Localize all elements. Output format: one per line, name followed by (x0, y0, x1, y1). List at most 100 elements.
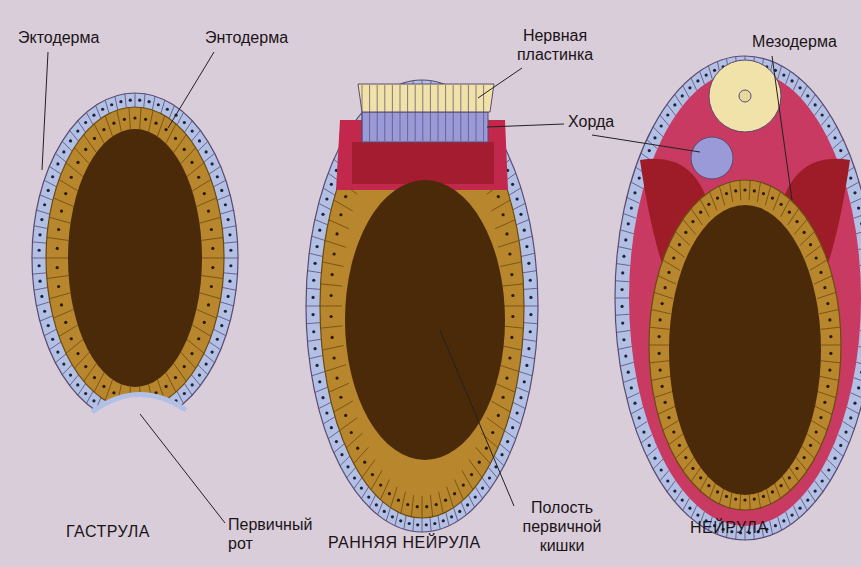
cell-nucleus (488, 476, 491, 479)
cell-nucleus (782, 73, 785, 76)
cell-wall (788, 208, 799, 225)
cell-nucleus (809, 444, 812, 447)
cell-wall (40, 195, 53, 200)
cell-wall (354, 447, 369, 463)
cell-wall (462, 471, 473, 490)
yolk-cavity (345, 180, 505, 460)
cell-nucleus (516, 197, 519, 200)
early-neurula-figure (306, 80, 538, 532)
cell-wall (827, 127, 837, 137)
cell-wall (49, 166, 61, 174)
cell-wall (177, 391, 184, 403)
cell-nucleus (379, 483, 382, 486)
cell-wall (362, 85, 363, 141)
cell-wall (663, 420, 680, 430)
cell-nucleus (627, 222, 630, 225)
cell-nucleus (523, 380, 526, 383)
cell-wall (413, 517, 414, 531)
cell-wall (806, 433, 822, 445)
cell-nucleus (339, 396, 342, 399)
cell-wall (44, 329, 56, 336)
cell-nucleus (823, 286, 826, 289)
cell-wall (200, 217, 221, 223)
cell-wall (140, 107, 142, 129)
cell-wall (757, 182, 760, 202)
cell-wall (49, 342, 61, 350)
cell-nucleus (516, 411, 519, 414)
cell-nucleus (205, 363, 208, 366)
cell-wall (438, 515, 440, 529)
cell-wall (213, 329, 225, 336)
cell-wall (794, 456, 807, 471)
cell-nucleus (435, 503, 438, 506)
cell-nucleus (699, 211, 702, 214)
cell-nucleus (453, 492, 456, 495)
cell-wall (381, 480, 390, 500)
cell-nucleus (661, 385, 664, 388)
cell-wall (658, 406, 676, 414)
cell-nucleus (667, 416, 670, 419)
cell-wall (851, 197, 861, 203)
cell-wall (149, 110, 153, 132)
cell-nucleus (527, 347, 530, 350)
cell-wall (34, 226, 48, 229)
cell-nucleus (666, 479, 669, 482)
cell-wall (323, 417, 335, 424)
cell-wall (198, 365, 208, 375)
cell-nucleus (672, 430, 675, 433)
cell-wall (623, 213, 636, 218)
cell-nucleus (92, 114, 95, 117)
cell-wall (691, 78, 697, 91)
cell-wall (651, 310, 671, 314)
cell-wall (105, 380, 112, 401)
cell-wall (404, 515, 406, 529)
cell-nucleus (696, 79, 699, 82)
cell-wall (663, 260, 680, 270)
cell-nucleus (315, 364, 318, 367)
cell-nucleus (505, 232, 508, 235)
cell-nucleus (691, 467, 694, 470)
cell-wall (174, 363, 187, 381)
cell-wall (794, 219, 807, 234)
cell-nucleus (806, 94, 809, 97)
cell-nucleus (183, 148, 186, 151)
cell-nucleus (191, 383, 194, 386)
cell-wall (461, 502, 466, 515)
cell-wall (521, 253, 535, 256)
cell-wall (49, 293, 70, 299)
cell-wall (32, 258, 46, 259)
cell-nucleus (762, 192, 765, 195)
cell-wall (217, 316, 230, 321)
cell-nucleus (478, 461, 481, 464)
cell-nucleus (827, 124, 830, 127)
cell-nucleus (510, 273, 513, 276)
cell-nucleus (821, 113, 824, 116)
cell-wall (469, 460, 482, 478)
cell-nucleus (648, 444, 651, 447)
cell-wall (620, 230, 633, 234)
cell-nucleus (69, 373, 72, 376)
cell-nucleus (653, 457, 656, 460)
cell-nucleus (638, 176, 641, 179)
cell-nucleus (60, 210, 63, 213)
cell-wall (224, 258, 238, 259)
cell-wall (476, 85, 477, 141)
cell-layer (46, 107, 224, 409)
cell-wall (157, 116, 164, 137)
cell-nucleus (501, 213, 504, 216)
cell-wall (66, 339, 83, 353)
cell-nucleus (375, 503, 378, 506)
cell-nucleus (511, 315, 514, 318)
cell-nucleus (519, 213, 522, 216)
cell-wall (445, 85, 446, 141)
cell-nucleus (325, 411, 328, 414)
cell-nucleus (780, 484, 783, 487)
cell-nucleus (190, 161, 193, 164)
cell-nucleus (56, 162, 59, 165)
cell-nucleus (658, 335, 661, 338)
cell-wall (851, 393, 861, 399)
cell-nucleus (815, 256, 818, 259)
cell-wall (328, 431, 339, 439)
cell-nucleus (164, 128, 167, 131)
cell-nucleus (138, 99, 141, 102)
